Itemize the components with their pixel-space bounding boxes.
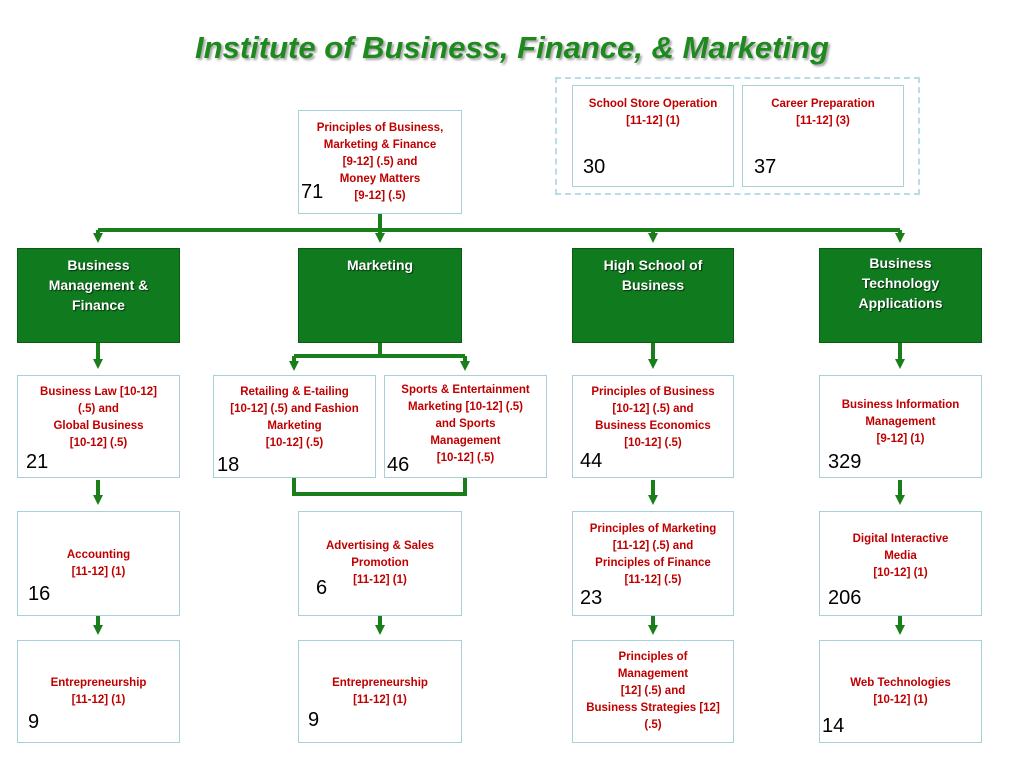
course-label: Career Preparation [11-12] (3) — [771, 98, 875, 127]
course-count: 30 — [583, 156, 606, 178]
course-box: Business Law [10-12] (.5) and Global Bus… — [17, 375, 180, 478]
course-label: Principles of Marketing [11-12] (.5) and… — [589, 522, 717, 586]
course-box: Sports & Entertainment Marketing [10-12]… — [384, 375, 547, 478]
course-count: 46 — [387, 454, 410, 476]
course-count: 21 — [26, 451, 49, 473]
course-label: Principles of Business [10-12] (.5) and … — [591, 385, 715, 449]
pathway-label: Business Management & Finance — [48, 257, 149, 313]
intro-course-label: Principles of Business, Marketing & Fina… — [316, 121, 444, 202]
pathway-label: High School of Business — [603, 257, 703, 293]
course-box: Digital Interactive Media [10-12] (1) — [819, 511, 982, 616]
intro-course-box: Principles of Business, Marketing & Fina… — [298, 110, 462, 214]
course-label: Accounting [11-12] (1) — [66, 548, 131, 578]
pathway-business-management-finance: Business Management & Finance — [17, 248, 180, 343]
course-count: 329 — [828, 451, 862, 473]
course-label: School Store Operation [11-12] (1) — [588, 98, 718, 127]
intro-course-count: 71 — [301, 181, 324, 203]
course-box: Principles of Business [10-12] (.5) and … — [572, 375, 734, 478]
course-box: Entrepreneurship [11-12] (1) — [298, 640, 462, 743]
course-count: 18 — [217, 454, 240, 476]
course-count: 14 — [822, 715, 845, 737]
course-box-school-store: School Store Operation [11-12] (1) — [572, 85, 734, 187]
pathway-label: Business Technology Applications — [858, 255, 943, 311]
pathway-business-technology-applications: Business Technology Applications — [819, 248, 982, 343]
course-box: Entrepreneurship [11-12] (1) — [17, 640, 180, 743]
extra-courses-group — [555, 77, 920, 195]
course-label: Advertising & Sales Promotion [11-12] (1… — [325, 540, 434, 586]
pathway-high-school-of-business: High School of Business — [572, 248, 734, 343]
pathway-label: Marketing — [346, 257, 414, 273]
course-box: Business Information Management [9-12] (… — [819, 375, 982, 478]
course-count: 37 — [754, 156, 777, 178]
course-label: Principles of Management [12] (.5) and B… — [586, 651, 720, 731]
course-count: 206 — [828, 587, 862, 609]
course-count: 9 — [308, 709, 320, 731]
course-label: Digital Interactive Media [10-12] (1) — [852, 533, 949, 579]
course-label: Entrepreneurship [11-12] (1) — [332, 676, 428, 706]
course-box: Accounting [11-12] (1) — [17, 511, 180, 616]
course-label: Retailing & E-tailing [10-12] (.5) and F… — [230, 385, 359, 449]
course-box: Principles of Marketing [11-12] (.5) and… — [572, 511, 734, 616]
course-count: 16 — [28, 583, 51, 605]
course-box: Principles of Management [12] (.5) and B… — [572, 640, 734, 743]
course-box: Advertising & Sales Promotion [11-12] (1… — [298, 511, 462, 616]
course-label: Web Technologies [10-12] (1) — [850, 676, 951, 706]
course-label: Business Information Management [9-12] (… — [841, 399, 960, 445]
course-label: Entrepreneurship [11-12] (1) — [50, 676, 147, 706]
course-count: 23 — [580, 587, 603, 609]
diagram-title: Institute of Business, Finance, & Market… — [195, 30, 829, 65]
course-label: Sports & Entertainment Marketing [10-12]… — [401, 384, 530, 464]
course-box: Web Technologies [10-12] (1) — [819, 640, 982, 743]
pathway-marketing: Marketing — [298, 248, 462, 343]
course-box: Retailing & E-tailing [10-12] (.5) and F… — [213, 375, 376, 478]
course-label: Business Law [10-12] (.5) and Global Bus… — [40, 385, 157, 449]
course-count: 44 — [580, 450, 603, 472]
course-count: 6 — [316, 577, 328, 599]
course-box-career-prep: Career Preparation [11-12] (3) — [742, 85, 904, 187]
course-count: 9 — [28, 711, 40, 733]
